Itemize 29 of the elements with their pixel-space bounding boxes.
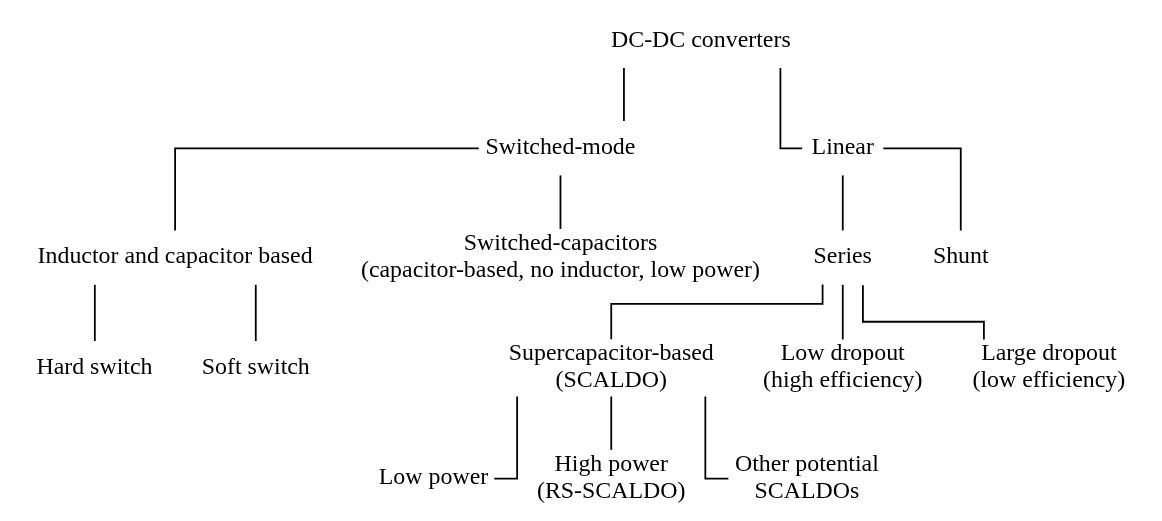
connector (254, 283, 257, 342)
node-text: Switched-capacitors (capacitor-based, no inductor, low power) (360, 228, 760, 282)
connector (493, 395, 519, 480)
connector (623, 67, 625, 122)
connector (862, 284, 985, 341)
connector (779, 67, 804, 150)
node-text: Soft switch (201, 352, 310, 379)
node-text: Inductor and capacitor based (37, 242, 313, 269)
node-text: Hard switch (36, 352, 153, 379)
connector (610, 283, 824, 341)
node-text: Other potential SCALDOs (734, 449, 879, 503)
node-text: Large dropout (low efficiency) (972, 339, 1126, 393)
connector (841, 174, 844, 232)
node-text: Low power (378, 463, 489, 490)
connector (610, 395, 613, 451)
node-text: Series (813, 242, 872, 269)
node-text: High power (RS-SCALDO) (536, 449, 686, 503)
connector (559, 174, 562, 230)
node-text: Low dropout (high efficiency) (763, 339, 923, 393)
connector (174, 147, 480, 232)
connector (93, 283, 96, 342)
connector (704, 395, 730, 480)
node-text: Linear (811, 133, 874, 160)
node-text: Supercapacitor-based (SCALDO) (508, 339, 714, 393)
node-text: Shunt (932, 242, 989, 269)
connector (882, 147, 962, 232)
connector (841, 283, 844, 341)
node-text: Switched-mode (485, 133, 636, 160)
node-text: DC-DC converters (611, 25, 791, 52)
